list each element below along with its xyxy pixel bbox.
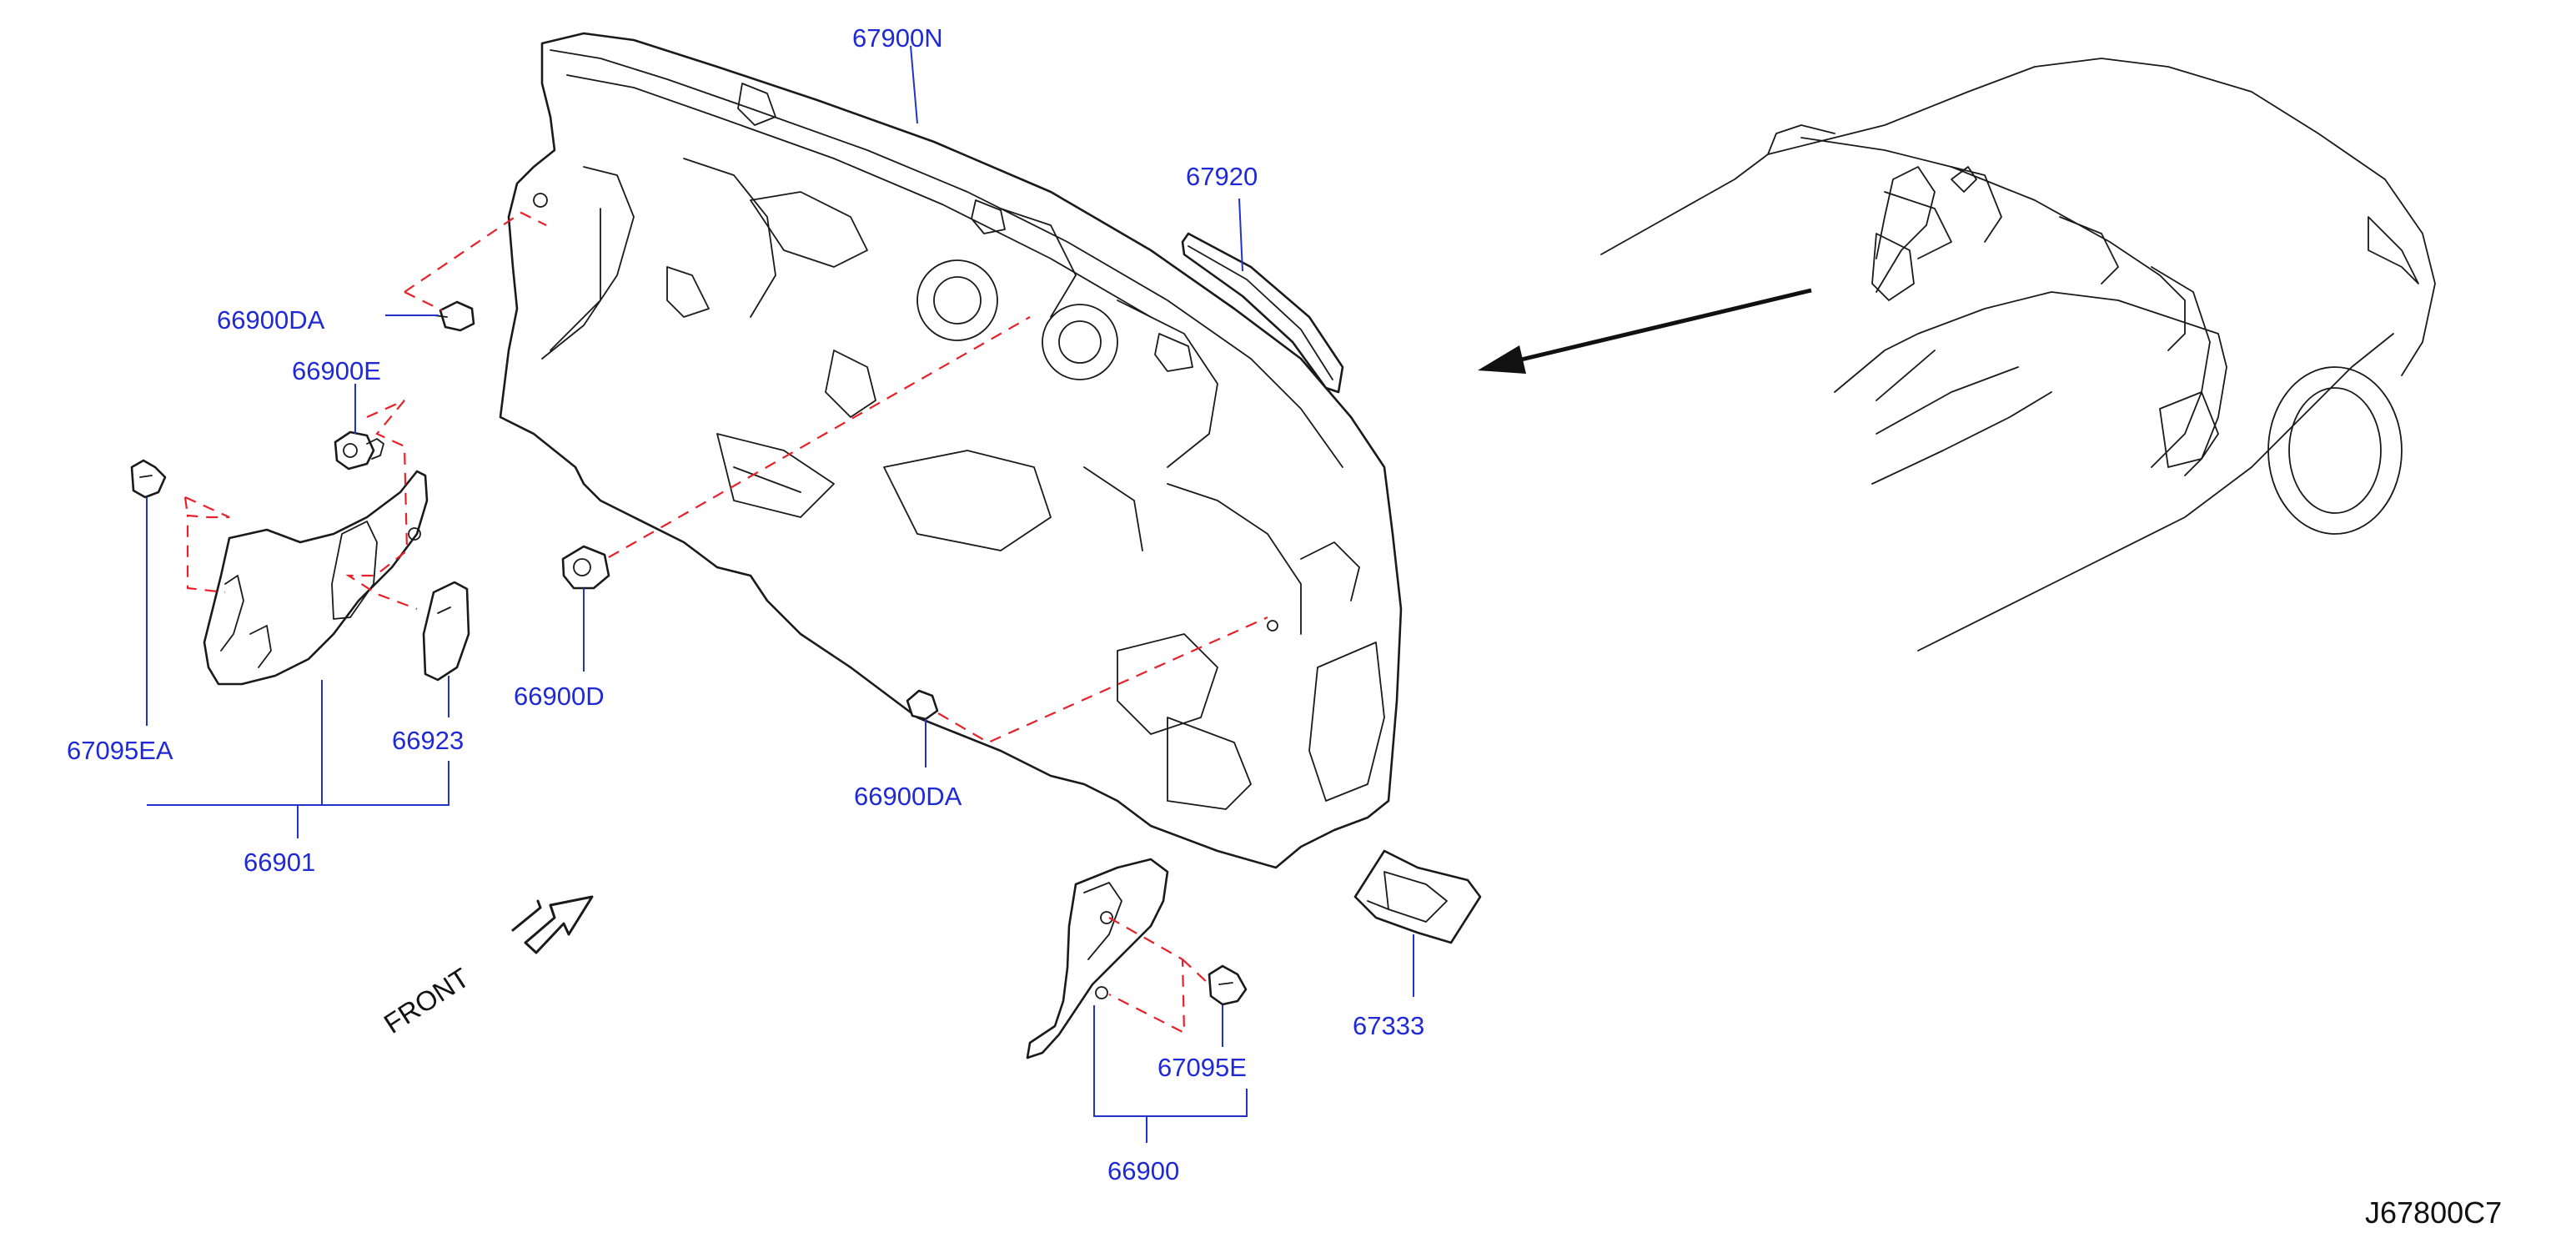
clip-66900D [561,545,610,590]
hidden-lines [183,211,1268,1034]
clip-66900DA-bottom [906,689,939,721]
callout-labels: 67900N 67920 66900DA 66900E 67095EA 6692… [67,23,1424,1185]
cover-66923 [422,581,470,682]
bracket-67333 [1353,849,1482,944]
bracket-66901 [203,470,429,686]
clip-66900DA-top [433,300,475,332]
callout-67095E: 67095E [1157,1053,1247,1082]
callout-67333: 67333 [1353,1011,1424,1040]
callout-66900E: 66900E [292,356,381,385]
clip-67095EA [130,459,167,499]
callout-67095EA: 67095EA [67,736,173,765]
clip-67095E [1208,964,1248,1006]
view-direction-arrow [1478,288,1812,374]
callout-66923: 66923 [392,726,464,755]
callout-66900D: 66900D [514,682,605,711]
leader-lines [146,45,1414,1143]
bracket-66900 [1026,858,1169,1059]
callout-67920: 67920 [1186,162,1258,191]
callout-66900DA-bottom: 66900DA [854,782,962,811]
callout-67900N: 67900N [852,23,943,53]
diagram-code: J67800C7 [2365,1195,2502,1230]
vehicle-reference-illustration [1600,58,2436,652]
seal-strip-67920 [1181,232,1344,394]
front-arrow-icon [511,895,594,954]
callout-66900DA-top: 66900DA [217,305,325,335]
front-label: FRONT [379,962,475,1039]
callout-66901: 66901 [244,848,315,877]
clip-66900E [334,430,384,471]
dash-insulator-67900N [499,32,1403,869]
callout-66900: 66900 [1107,1156,1179,1185]
